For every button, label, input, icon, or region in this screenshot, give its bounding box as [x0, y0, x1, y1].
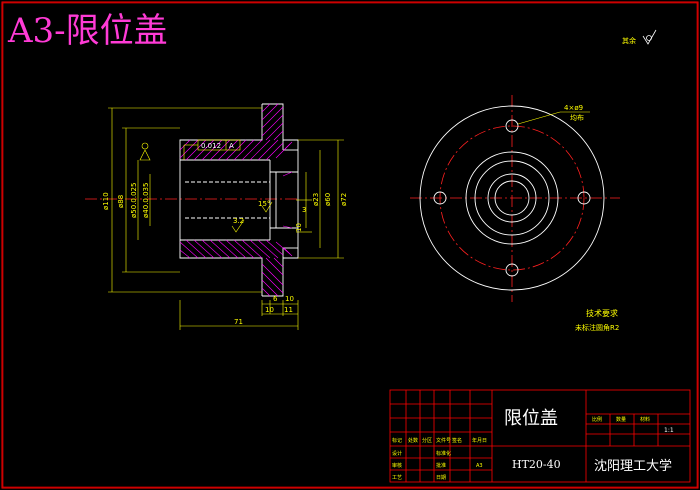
dim-d50: ø50.0.025 [130, 183, 138, 218]
hole-callout-2: 均布 [570, 113, 584, 122]
left-label-2: 审核 [392, 462, 402, 469]
section-outline [179, 103, 299, 297]
dim-s10v: 10 [295, 223, 303, 232]
row-label-2: 数量 [616, 416, 626, 423]
bolt-hole-bottom [505, 263, 519, 277]
flange-circle [465, 151, 559, 245]
step-circle [474, 160, 550, 236]
col-label-6: 年月日 [472, 437, 487, 444]
sheet-label: A3 [476, 463, 483, 469]
drawing-title: A3-限位盖 [7, 11, 168, 51]
bore-outer-circle [487, 173, 537, 223]
dim-roughness: 3.2 [233, 217, 244, 225]
dim-s10a: 10 [285, 295, 294, 303]
col-label-3: 分区 [422, 437, 432, 444]
dim-d72: ø72 [340, 193, 348, 206]
roughness-symbol [642, 29, 657, 45]
dim-s11: 11 [284, 306, 293, 314]
left-label-6: 日期 [436, 475, 446, 481]
left-label-3: 工艺 [392, 475, 402, 481]
dim-s6: 6 [273, 295, 278, 303]
row-label-3: 材料 [640, 416, 650, 423]
dim-d60: ø60 [324, 193, 332, 206]
left-label-1: 设计 [392, 450, 402, 457]
row-label-1: 比例 [592, 416, 602, 423]
section-view: ø110 ø88 ø50.0.025 ø40.0.035 ø23 ø60 ø72… [85, 103, 348, 330]
dim-d110: ø110 [102, 192, 110, 210]
bolt-circle [439, 125, 585, 271]
notes-line1: 未标注圆角R2 [575, 323, 619, 332]
front-view: 4×ø9 均布 [410, 95, 620, 302]
outer-circle [419, 105, 605, 291]
title-block [389, 389, 691, 483]
dimension-lines [108, 107, 344, 330]
dim-len71: 71 [234, 318, 243, 326]
tolerance-value: 0.012 [201, 142, 221, 150]
roughness-label: 其余 [622, 36, 636, 45]
part-name: 限位盖 [504, 408, 558, 429]
dim-d40: ø40.0.035 [142, 183, 150, 218]
drawing-number: HT20-40 [512, 458, 561, 471]
dim-angle: 15° [258, 200, 270, 208]
title-block-labels: 比例 数量 材料 标记 处数 分区 文件号 签名 年月日 设计 审核 工艺 标准… [392, 416, 650, 481]
col-label-1: 标记 [392, 437, 402, 444]
dimension-texts: ø110 ø88 ø50.0.025 ø40.0.035 ø23 ø60 ø72… [102, 183, 348, 326]
hole-callout: 4×ø9 [564, 104, 583, 112]
notes-title: 技术要求 [586, 308, 618, 318]
dim-s10b: 10 [265, 306, 274, 314]
col-label-2: 处数 [408, 437, 418, 444]
hole-leader [517, 111, 590, 125]
section-hatching [179, 103, 293, 297]
bolt-hole-left [433, 191, 447, 205]
dim-d23: ø23 [312, 193, 320, 206]
scale-value: 1:1 [664, 427, 674, 434]
bore-inner-circle [494, 180, 530, 216]
col-label-5: 签名 [452, 437, 462, 444]
school-name: 沈阳理工大学 [594, 458, 672, 474]
tolerance-datum: A [229, 142, 234, 150]
left-label-4: 标准化 [436, 450, 451, 457]
col-label-4: 文件号 [436, 437, 451, 444]
bolt-hole-top [505, 119, 519, 133]
dim-d88: ø88 [117, 195, 125, 208]
dim-s3: 3 [302, 206, 306, 214]
bolt-hole-right [577, 191, 591, 205]
left-label-5: 批准 [436, 462, 446, 469]
